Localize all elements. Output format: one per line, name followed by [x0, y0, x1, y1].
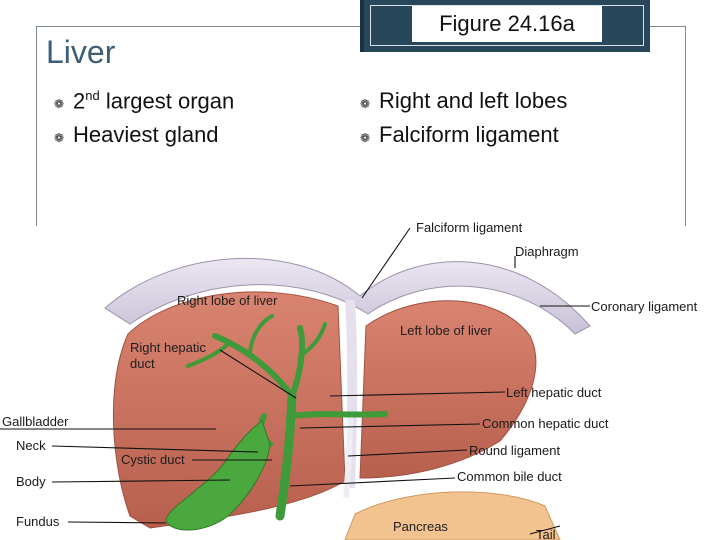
label-tail: Tail [536, 527, 556, 540]
label-pancreas: Pancreas [393, 519, 448, 534]
bullet-text: Falciform ligament [379, 122, 559, 147]
slide-content-frame [36, 26, 686, 226]
label-gallbladder: Gallbladder [2, 414, 69, 429]
figure-label-background [412, 6, 602, 42]
bullet-icon: ❁ [54, 97, 65, 112]
liver-anatomy-illustration: Falciform ligament Diaphragm Coronary li… [0, 220, 698, 540]
figure-label-text: Figure 24.16a [439, 11, 575, 36]
bullet-list-right: ❁ Right and left lobes ❁ Falciform ligam… [360, 88, 567, 156]
label-fundus: Fundus [16, 514, 60, 529]
round-ligament-shape [343, 415, 353, 499]
diaphragm-shape [104, 257, 591, 335]
bullet-item: ❁ Right and left lobes [360, 88, 567, 122]
label-left-hepatic-duct: Left hepatic duct [506, 385, 602, 400]
bile-ducts [186, 314, 388, 521]
bullet-item: ❁ Falciform ligament [360, 122, 567, 156]
label-common-bile-duct: Common bile duct [457, 469, 562, 484]
label-neck: Neck [16, 438, 46, 453]
pancreas-shape [344, 491, 561, 540]
leader-lines [0, 227, 590, 535]
label-right-lobe: Right lobe of liver [177, 293, 278, 308]
bullet-icon: ❁ [360, 97, 371, 111]
bullet-list-left: ❁ 2nd largest organ ❁ Heaviest gland [54, 88, 234, 156]
label-body: Body [16, 474, 46, 489]
label-common-hepatic-duct: Common hepatic duct [482, 416, 609, 431]
gallbladder-shape [165, 420, 271, 531]
bullet-item: ❁ 2nd largest organ [54, 88, 234, 122]
bullet-icon: ❁ [54, 131, 65, 145]
label-right-hepatic-duct-line1: Right hepatic [130, 340, 206, 355]
left-lobe-shape [359, 300, 537, 479]
slide-title: Liver [46, 34, 116, 70]
label-left-lobe: Left lobe of liver [400, 323, 492, 338]
bullet-item: ❁ Heaviest gland [54, 122, 234, 156]
bullet-text: Heaviest gland [73, 122, 219, 147]
label-diaphragm: Diaphragm [515, 244, 579, 259]
figure-label-banner: Figure 24.16a [360, 0, 650, 52]
label-coronary-ligament: Coronary ligament [591, 299, 698, 314]
label-falciform-ligament: Falciform ligament [416, 220, 523, 235]
label-cystic-duct: Cystic duct [121, 452, 185, 467]
bullet-text: Right and left lobes [379, 88, 568, 113]
label-right-hepatic-duct-line2: duct [130, 356, 155, 371]
label-round-ligament: Round ligament [469, 443, 560, 458]
figure-label-border [370, 5, 644, 46]
bullet-icon: ❁ [360, 131, 371, 145]
bullet-text: 2nd largest organ [73, 88, 235, 114]
